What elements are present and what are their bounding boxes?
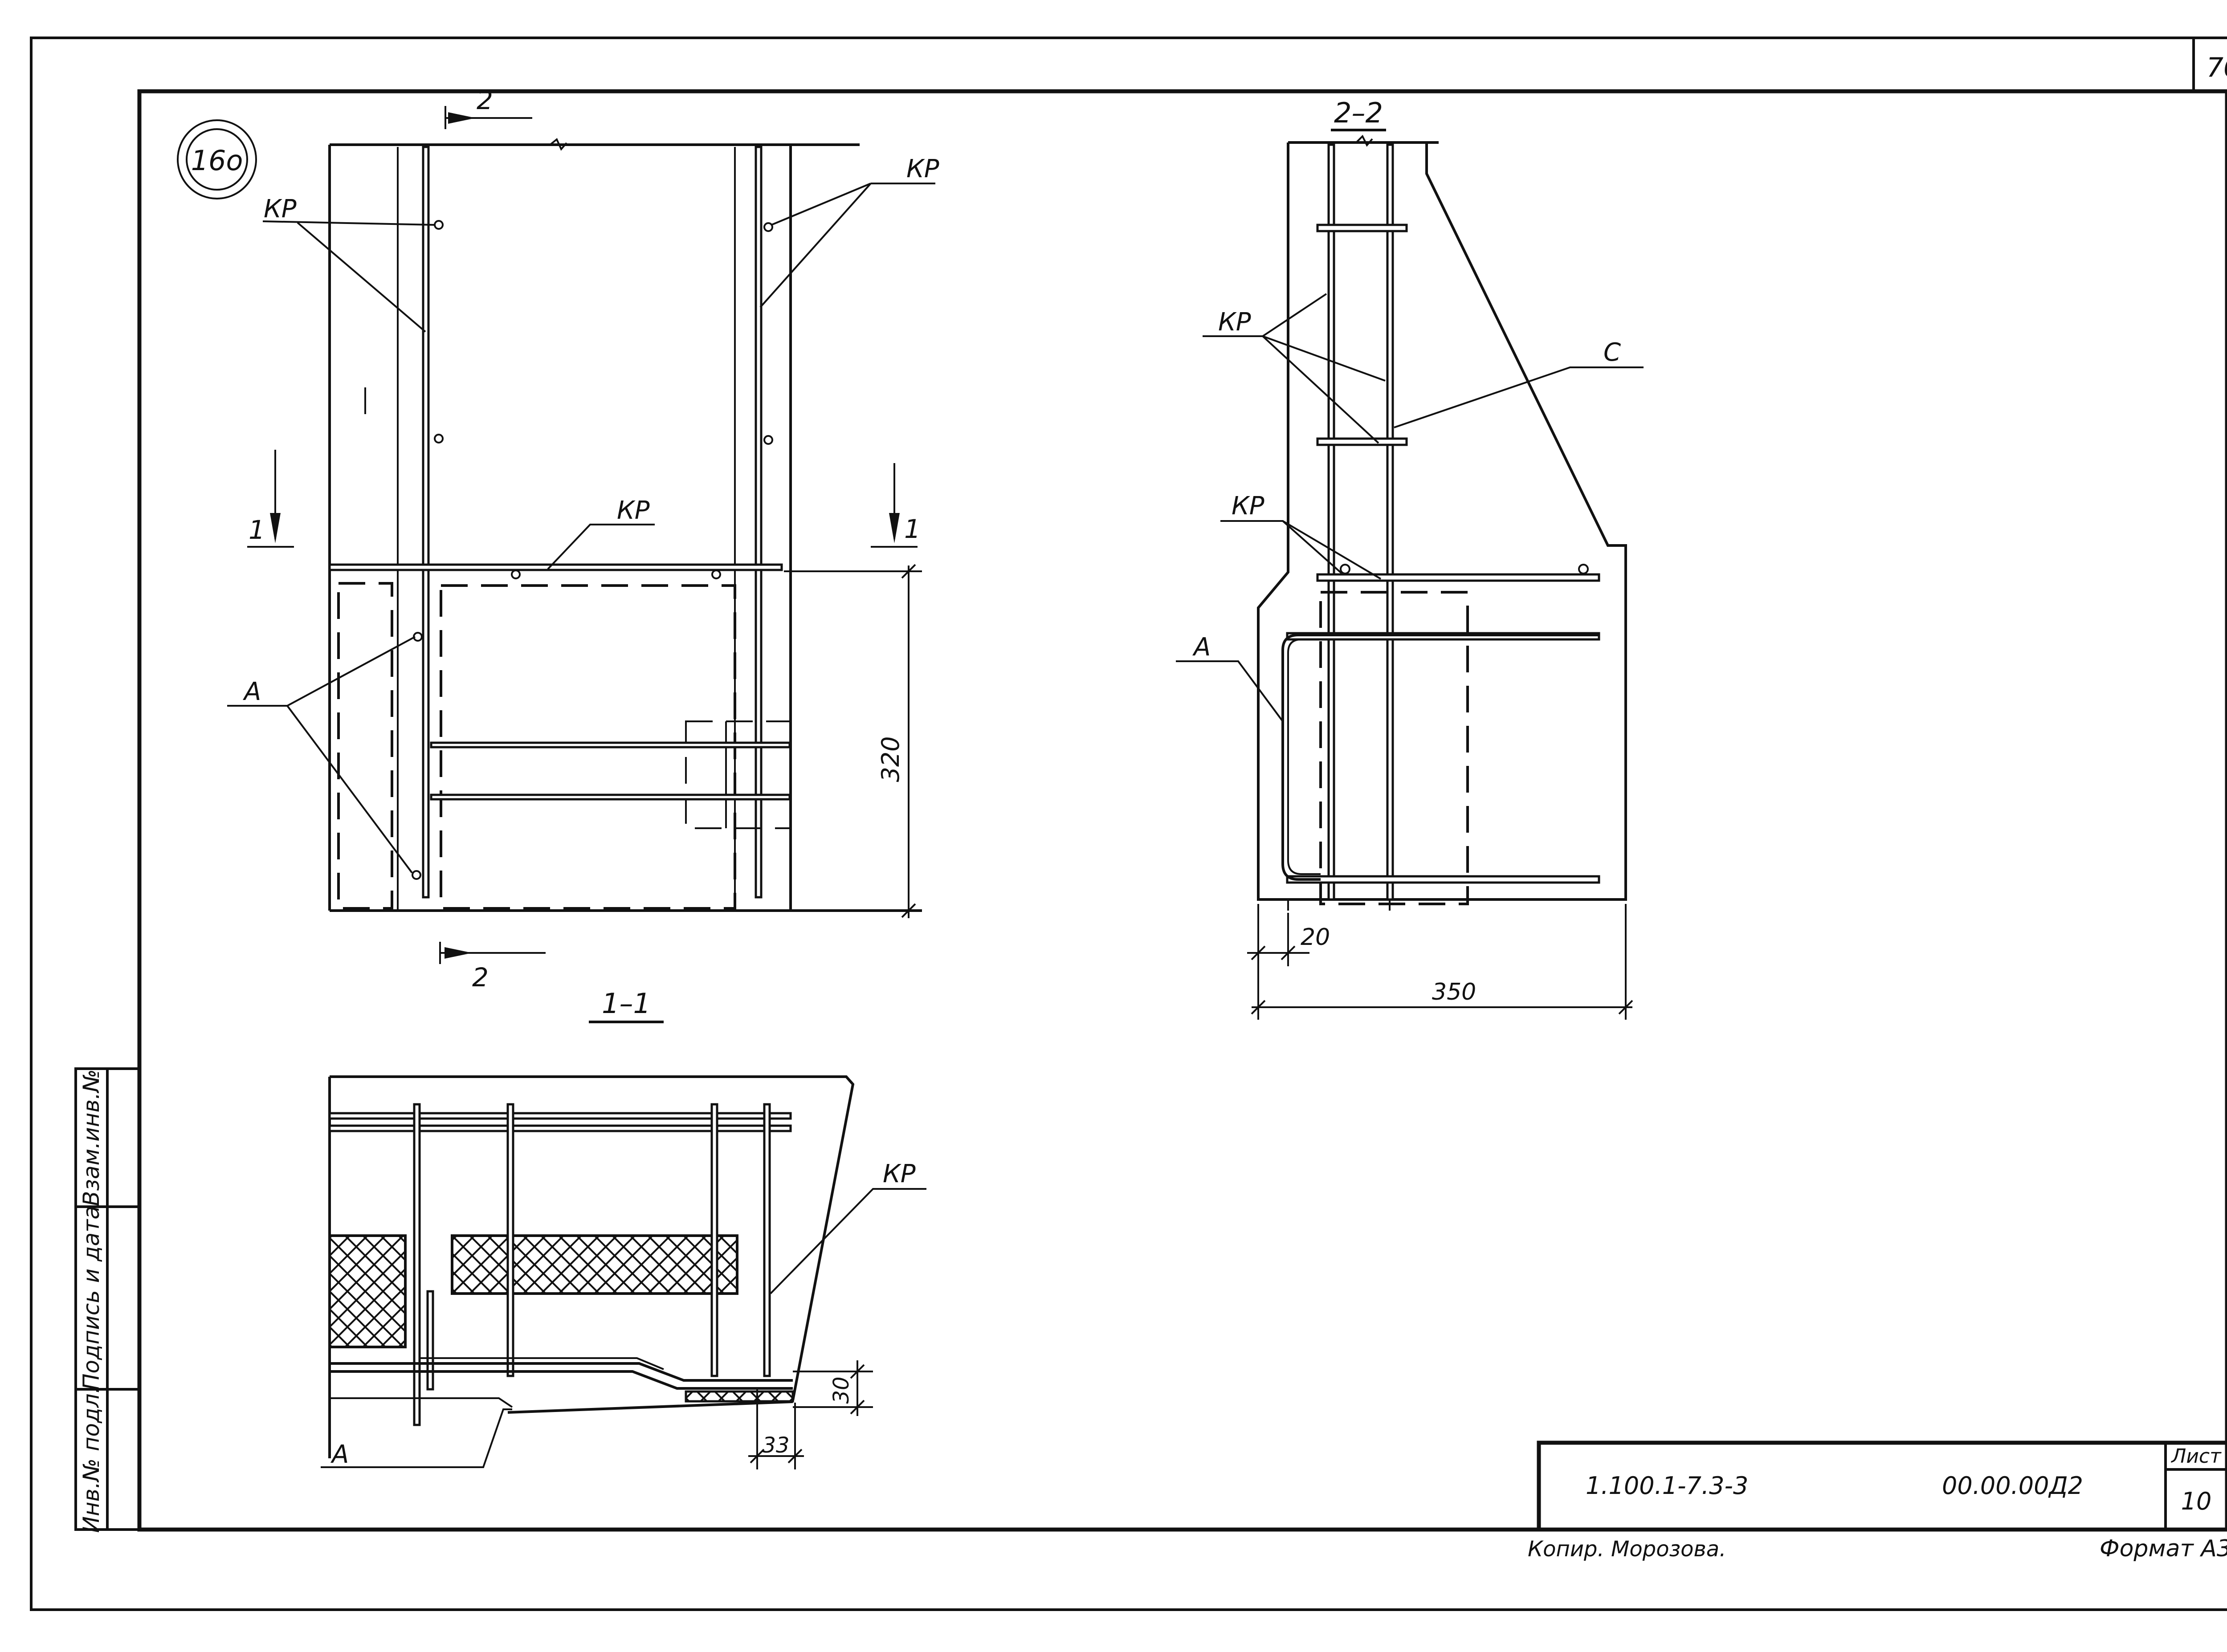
section-1-1-view [321, 1021, 926, 1469]
sheet-label: Лист [2170, 1445, 2222, 1468]
dim-33: 33 [762, 1433, 789, 1458]
label-kp-2-2-lower: КР [1232, 492, 1264, 521]
section-1-right: 1 [904, 514, 921, 544]
section-1-1-title: 1–1 [602, 987, 651, 1020]
section-2-bottom: 2 [472, 962, 489, 993]
page-number: 70 [2207, 52, 2227, 83]
side-stamp: Взам.инв.№ Подпись и дата Инв.№ подл. [74, 1067, 141, 1533]
dim-320: 320 [877, 736, 905, 782]
dim-30: 30 [829, 1376, 854, 1404]
label-c: С [1603, 338, 1621, 367]
label-kp-right: КР [906, 155, 939, 183]
section-2-2-title: 2–2 [1334, 97, 1383, 129]
doc-code: 1.100.1-7.3-3 [1586, 1472, 1748, 1500]
label-kp-2-2-upper: КР [1218, 308, 1251, 337]
sheet-frame [30, 37, 2227, 1611]
dim-350: 350 [1432, 979, 1476, 1005]
title-block [1537, 1440, 2227, 1532]
label-kp-left: КР [264, 195, 297, 224]
section-2-2-view [1176, 129, 1644, 1020]
format-label: Формат А3 [2100, 1535, 2227, 1562]
label-kp-1-1: КР [883, 1160, 916, 1188]
stamp-vzam-inv: Взам.инв.№ [78, 1069, 104, 1206]
detail-marker [177, 119, 257, 199]
label-kp-horizontal: КР [617, 496, 650, 525]
stamp-sign-date: Подпись и дата [78, 1206, 104, 1390]
section-1-left: 1 [249, 515, 265, 545]
dim-20: 20 [1301, 924, 1330, 951]
drawing-number: 00.00.00Д2 [1942, 1472, 2083, 1500]
copied-by: Копир. Морозова. [1528, 1537, 1726, 1562]
detail-marker-label: 16о [191, 144, 243, 177]
elevation-view [227, 106, 935, 964]
label-a-1-1: А [330, 1440, 349, 1469]
label-a-2-2: А [1192, 633, 1211, 662]
stamp-inv-podl: Инв.№ подл. [78, 1386, 104, 1533]
sheet-number: 10 [2181, 1487, 2212, 1515]
label-a-elevation: А [243, 677, 261, 706]
section-2-top: 2 [477, 85, 493, 115]
